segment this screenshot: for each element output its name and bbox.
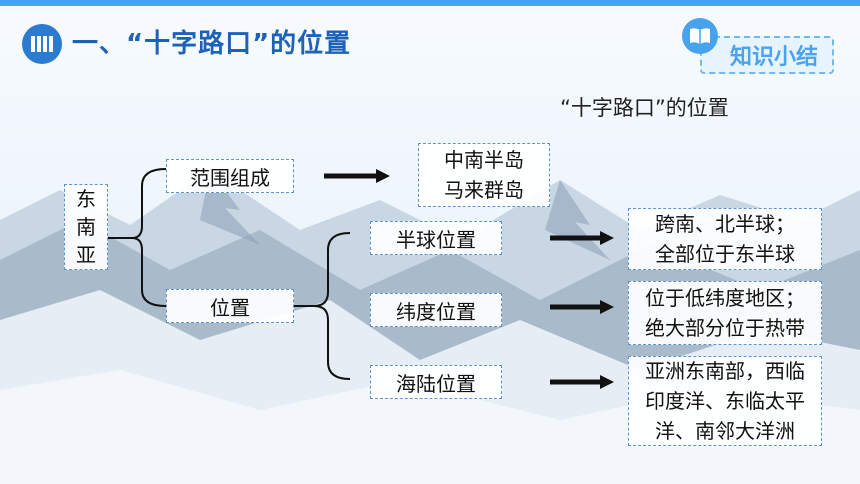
land-sea-result-line-1: 亚洲东南部，西临 [645,359,805,383]
page-title: 一、“十字路口”的位置 [72,29,352,59]
root-char-2: 南 [76,215,96,239]
root-char-3: 亚 [76,243,96,267]
badge-book-icon [682,18,718,54]
position-box: 位置 [166,289,294,323]
position-brace [294,232,351,380]
land-sea-box: 海陆位置 [370,365,502,399]
top-accent-band [0,0,860,6]
position-label: 位置 [210,295,250,320]
summary-badge: 知识小结 [700,36,834,74]
hemisphere-result-line-2: 全部位于东半球 [655,242,795,266]
latitude-arrow [550,300,614,314]
scope-arrow [324,169,390,183]
hemisphere-result-line-1: 跨南、北半球； [655,212,795,236]
land-sea-result-line-2: 印度洋、东临太平 [645,389,805,413]
root-char-1: 东 [76,187,96,211]
book-icon [31,36,53,52]
root-brace [108,168,167,307]
land-sea-result-box: 亚洲东南部，西临 印度洋、东临太平 洋、南邻大洋洲 [628,356,822,446]
hemisphere-box: 半球位置 [370,221,502,255]
latitude-label: 纬度位置 [396,299,476,324]
latitude-box: 纬度位置 [370,293,502,327]
summary-badge-label: 知识小结 [729,45,818,70]
root-box-southeast-asia: 东 南 亚 [64,184,108,270]
hemisphere-label: 半球位置 [396,227,476,252]
header-book-icon [22,24,62,64]
hemisphere-arrow [550,231,614,245]
scope-result-line-1: 中南半岛 [444,148,524,172]
diagram-subtitle: “十字路口”的位置 [560,96,729,120]
latitude-result-line-1: 位于低纬度地区； [645,286,805,310]
land-sea-arrow [550,375,614,389]
latitude-result-box: 位于低纬度地区； 绝大部分位于热带 [628,281,822,345]
land-sea-result-line-3: 洋、南邻大洋洲 [655,419,795,443]
latitude-result-line-2: 绝大部分位于热带 [645,316,805,340]
scope-label: 范围组成 [190,165,270,190]
scope-box: 范围组成 [166,159,294,193]
scope-result-box: 中南半岛 马来群岛 [418,143,550,207]
scope-result-line-2: 马来群岛 [444,178,524,202]
hemisphere-result-box: 跨南、北半球； 全部位于东半球 [628,208,822,270]
open-book-icon [690,28,710,44]
land-sea-label: 海陆位置 [396,371,476,396]
